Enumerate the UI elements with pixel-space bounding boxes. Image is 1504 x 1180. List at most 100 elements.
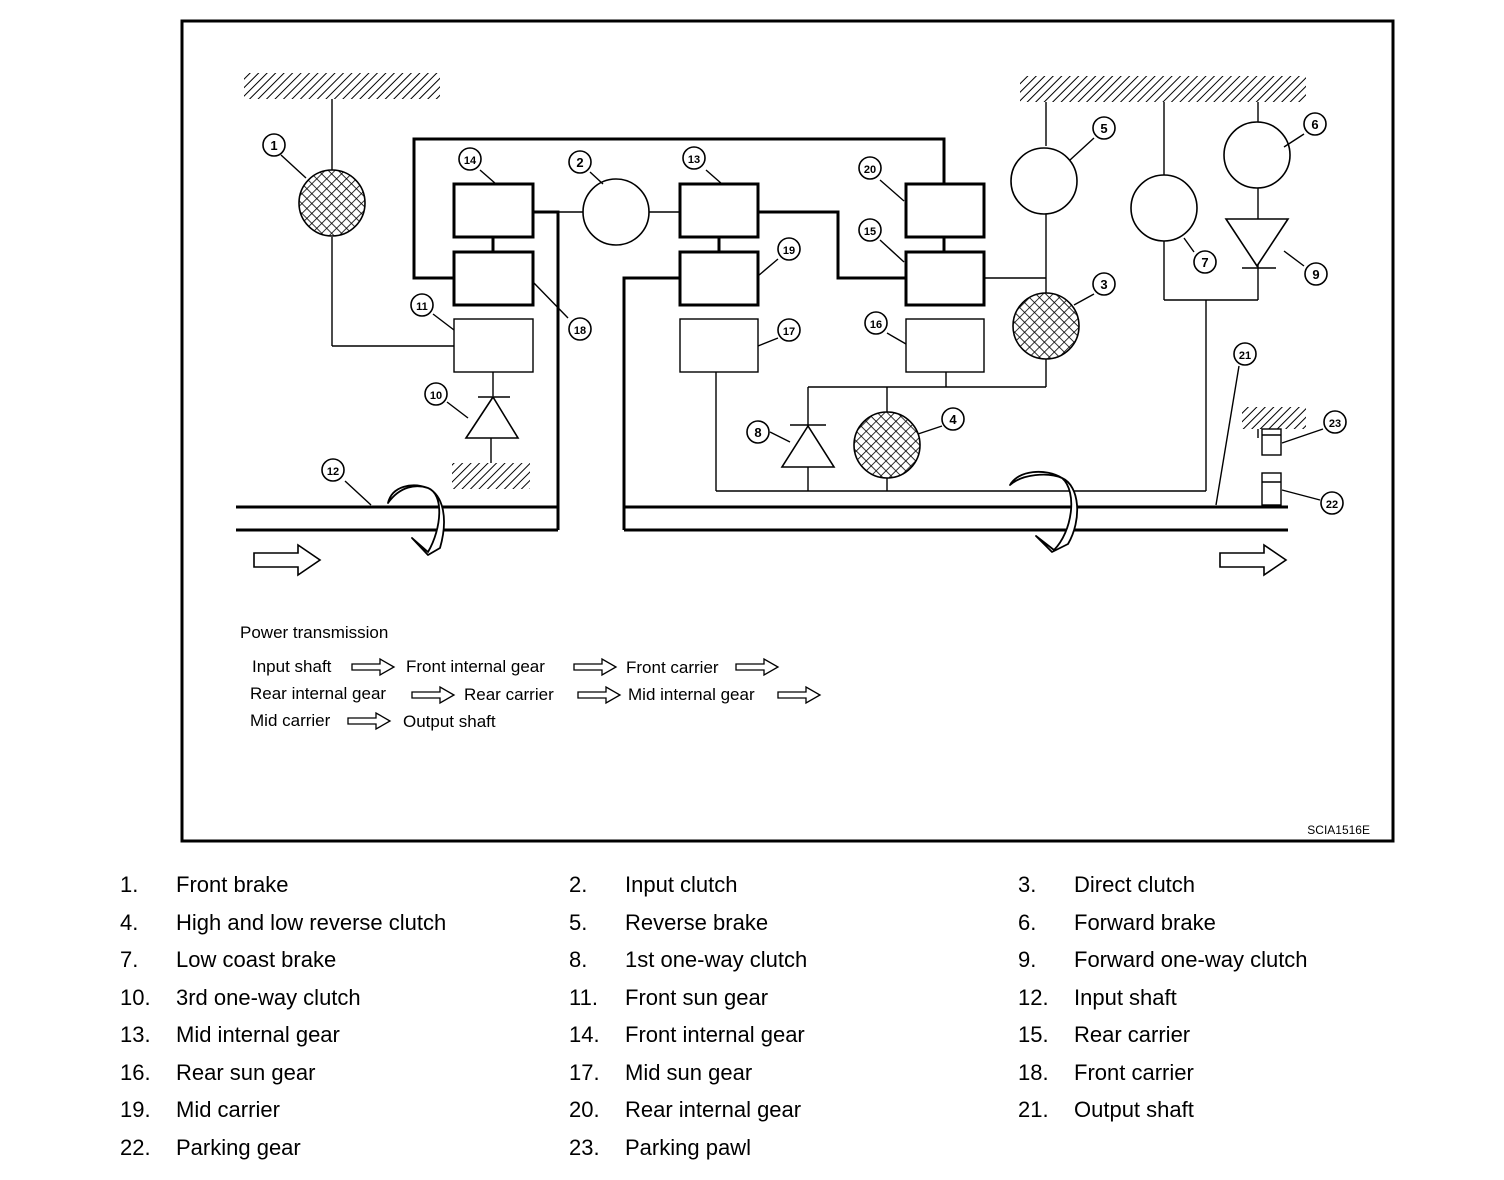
legend-number: 13.: [120, 1022, 151, 1047]
legend-label: Front sun gear: [625, 984, 769, 1010]
legend-number: 22.: [120, 1134, 151, 1160]
input-shaft-lines: [236, 505, 558, 532]
gear-train-diagram: 1 2 3 4 5 6 7 8 9 10 11 12 13 14 15 16 1…: [180, 19, 1395, 843]
pt-r3-item1: Mid carrier: [250, 711, 331, 730]
callout-12: 12: [321, 458, 345, 482]
callout-16-number: 16: [870, 319, 882, 331]
callout-18: 18: [568, 317, 592, 341]
legend-label: 1st one-way clutch: [625, 947, 808, 972]
callout-23-number: 23: [1329, 418, 1341, 430]
callout-19-number: 19: [783, 245, 795, 257]
callout-21: 21: [1233, 342, 1257, 366]
callout-leaders: [280, 133, 1324, 506]
callout-14-number: 14: [464, 155, 477, 167]
callout-15: 15: [858, 218, 882, 242]
callout-17-number: 17: [783, 326, 795, 338]
callout-6: 6: [1303, 112, 1327, 136]
callout-1: 1: [262, 133, 286, 157]
output-shaft-lines: [624, 505, 1288, 532]
legend-number: 16.: [120, 1059, 151, 1085]
callout-14: 14: [458, 147, 482, 171]
connection-lines: [331, 99, 1276, 492]
legend-label: Low coast brake: [176, 947, 337, 972]
callout-15-number: 15: [864, 226, 876, 238]
callout-19: 19: [777, 237, 801, 261]
callout-1-number: 1: [270, 138, 277, 153]
pt-r2-item1: Rear internal gear: [250, 684, 386, 703]
one-way-clutch-triangles: [464, 218, 1290, 468]
callout-4: 4: [941, 407, 965, 431]
callout-23: 23: [1323, 410, 1347, 434]
legend-number: 15.: [1018, 1022, 1049, 1047]
callout-13-number: 13: [688, 154, 700, 166]
legend-number: 9.: [1018, 947, 1037, 972]
parking-mechanism: [1261, 428, 1282, 506]
legend-number: 1.: [120, 872, 139, 897]
pt-arrows: [347, 657, 822, 731]
legend-number: 3.: [1018, 872, 1037, 897]
callout-17: 17: [777, 318, 801, 342]
diagram-frame: [180, 19, 1395, 843]
legend-label: High and low reverse clutch: [176, 909, 447, 935]
legend-label: Rear carrier: [1074, 1022, 1191, 1047]
legend-label: Reverse brake: [625, 909, 769, 935]
legend-number: 10.: [120, 984, 151, 1010]
flow-arrows: [253, 543, 1288, 577]
legend-label: Forward brake: [1074, 909, 1216, 935]
legend-number: 21.: [1018, 1097, 1049, 1122]
housing-ground-marks: [244, 73, 1306, 489]
legend-label: Rear internal gear: [625, 1097, 802, 1122]
pt-r3-item2: Output shaft: [403, 712, 496, 731]
legend-label: Mid sun gear: [625, 1059, 753, 1085]
callout-6-number: 6: [1311, 117, 1318, 132]
rotation-arrows: [387, 470, 1079, 556]
callout-8: 8: [746, 420, 770, 444]
legend-number: 5.: [569, 909, 588, 935]
legend-number: 11.: [569, 984, 598, 1010]
power-transmission: Power transmission Input shaft Front int…: [240, 623, 755, 731]
legend-number: 20.: [569, 1097, 600, 1122]
callout-22: 22: [1320, 491, 1344, 515]
callout-2: 2: [568, 150, 592, 174]
callout-20: 20: [858, 156, 882, 180]
callout-11: 11: [410, 293, 434, 317]
legend-number: 7.: [120, 947, 139, 972]
legend-label: Output shaft: [1074, 1097, 1194, 1122]
legend-number: 18.: [1018, 1059, 1049, 1085]
legend-number: 2.: [569, 872, 588, 897]
callout-5-number: 5: [1100, 121, 1107, 136]
legend-label: Parking pawl: [625, 1134, 751, 1160]
callout-3: 3: [1092, 272, 1116, 296]
callout-10-number: 10: [430, 390, 442, 402]
legend-label: Mid carrier: [176, 1097, 280, 1122]
pt-r1-item2: Front internal gear: [406, 657, 545, 676]
power-transmission-title: Power transmission: [240, 623, 388, 642]
pt-r2-item2: Rear carrier: [464, 685, 554, 704]
callout-20-number: 20: [864, 164, 876, 176]
callouts: 1 2 3 4 5 6 7 8 9 10 11 12 13 14 15 16 1…: [262, 112, 1347, 515]
legend-label: Front brake: [176, 872, 289, 897]
gear-boxes: [452, 182, 986, 373]
pt-r1-item3: Front carrier: [626, 658, 719, 677]
legend-label: Rear sun gear: [176, 1059, 316, 1085]
legend-number: 6.: [1018, 909, 1037, 935]
legend-label: Input shaft: [1074, 984, 1177, 1010]
legend-label: Input clutch: [625, 872, 738, 897]
callout-21-number: 21: [1239, 350, 1251, 362]
legend-number: 19.: [120, 1097, 151, 1122]
callout-12-number: 12: [327, 466, 339, 478]
legend-label: Parking gear: [176, 1134, 301, 1160]
legend-label: Front internal gear: [625, 1022, 805, 1047]
figure-code: SCIA1516E: [1307, 823, 1370, 837]
callout-22-number: 22: [1326, 499, 1338, 511]
callout-7: 7: [1193, 250, 1217, 274]
legend-label: Front carrier: [1074, 1059, 1194, 1085]
callout-3-number: 3: [1100, 277, 1107, 292]
clutch-brake-circles: [298, 121, 1291, 479]
callout-13: 13: [682, 146, 706, 170]
callout-16: 16: [864, 311, 888, 335]
legend-label: 3rd one-way clutch: [176, 984, 361, 1010]
legend-number: 23.: [569, 1134, 600, 1160]
callout-9: 9: [1304, 262, 1328, 286]
legend-number: 12.: [1018, 984, 1049, 1010]
